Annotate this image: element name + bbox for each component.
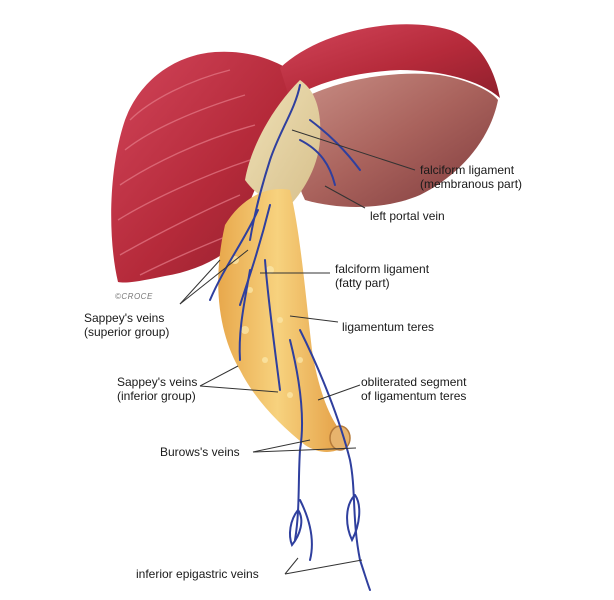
leader-lines [179, 129, 416, 575]
veins [209, 84, 371, 591]
label-line: left portal vein [370, 209, 445, 223]
liver-striations [117, 69, 256, 276]
label-burows-veins: Burows's veins [160, 445, 240, 459]
label-ligamentum-teres: ligamentum teres [342, 320, 434, 334]
label-line: Sappey's veins [84, 311, 165, 325]
artist-signature: ©CROCE [115, 292, 153, 301]
label-line: Sappey's veins [117, 375, 198, 389]
label-obliterated-segment: obliterated segment of ligamentum teres [361, 375, 466, 403]
liver-right-lobe [111, 51, 300, 283]
label-line: (membranous part) [420, 177, 523, 191]
label-line: inferior epigastric veins [136, 567, 259, 581]
label-line: ligamentum teres [342, 320, 435, 334]
falciform-membranous-shape [245, 80, 321, 205]
label-line: (inferior group) [117, 389, 196, 403]
label-line: Burows's veins [160, 445, 240, 459]
liver-left-lobe-underside [293, 73, 498, 207]
label-falciform-fatty: falciform ligament (fatty part) [335, 262, 429, 290]
label-left-portal-vein: left portal vein [370, 209, 445, 223]
label-sappey-inferior: Sappey's veins (inferior group) [117, 375, 197, 403]
falciform-fatty-shape [218, 189, 350, 452]
label-sappey-superior: Sappey's veins (superior group) [84, 311, 169, 339]
label-line: (fatty part) [335, 276, 390, 290]
label-line: of ligamentum teres [361, 389, 467, 403]
label-line: falciform ligament [335, 262, 430, 276]
label-line: obliterated segment [361, 375, 467, 389]
label-line: (superior group) [84, 325, 170, 339]
liver-left-lobe-top [280, 24, 500, 100]
label-falciform-membranous: falciform ligament (membranous part) [420, 163, 522, 191]
label-inferior-epigastric: inferior epigastric veins [136, 567, 259, 581]
label-line: falciform ligament [420, 163, 515, 177]
